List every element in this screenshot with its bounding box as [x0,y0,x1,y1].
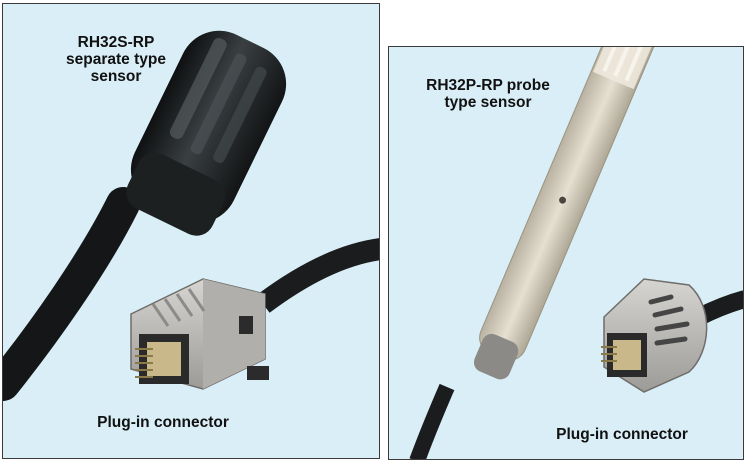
probe-sensor-illustration [409,47,743,459]
right-photo-panel: RH32P-RP probe type sensor Plug-in conne… [388,46,744,460]
left-connector-label: Plug-in connector [97,414,229,431]
sensor-cable [3,187,140,401]
probe-sensor-label: RH32P-RP probe type sensor [426,77,550,111]
black-sensor-body [126,30,287,236]
separate-sensor-label: RH32S-RP separate type sensor [66,34,166,85]
connector-slot [247,366,269,380]
probe-hole [559,196,567,204]
beige-probe-body [473,47,665,380]
probe-cable [409,383,455,459]
right-plug-in-connector [601,278,708,393]
right-connector-label: Plug-in connector [556,426,688,443]
plug-in-connector [130,278,269,390]
separate-sensor-illustration [3,30,379,401]
connector-cable [256,238,379,313]
left-photo-panel: RH32S-RP separate type sensor Plug-in co… [2,3,380,459]
